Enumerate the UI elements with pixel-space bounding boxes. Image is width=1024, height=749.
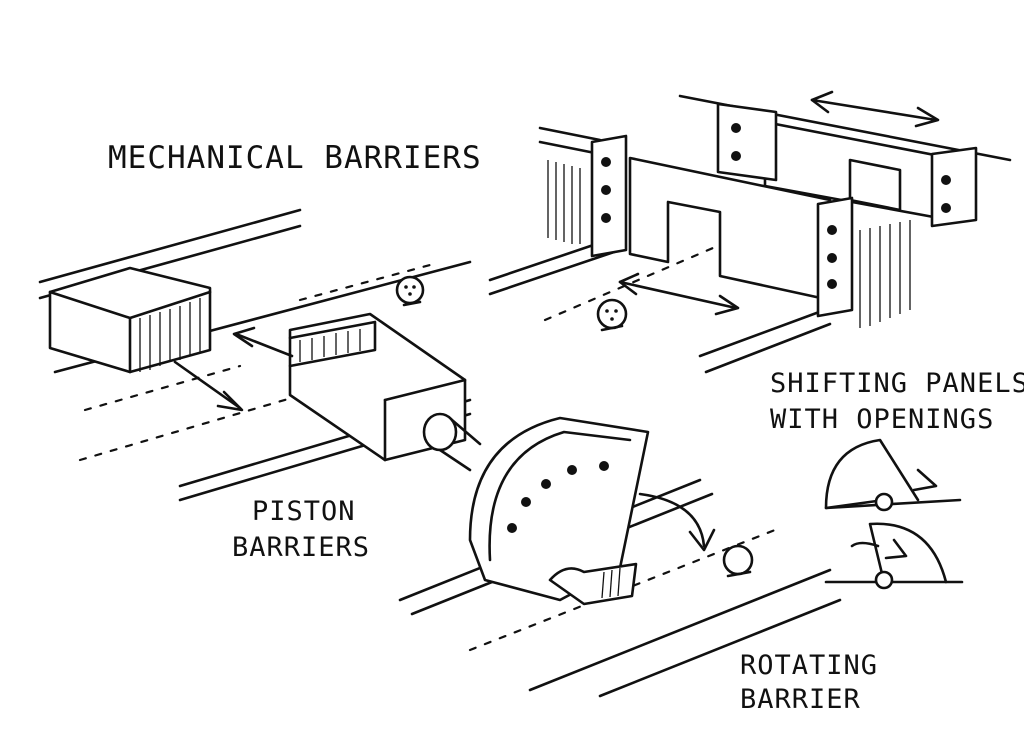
diagram-title: MECHANICAL BARRIERS [108,140,482,176]
shifting-front-arrow [618,280,738,310]
rotating-rail-bottom [528,568,832,692]
shifting-post-back-left [716,102,778,182]
piston-right-arrow [234,332,294,358]
shifting-right-wall [859,220,911,328]
piston-block-right [288,312,467,462]
piston-barriers-sketch: PISTON BARRIERS [38,208,482,563]
shifting-rail-right [698,306,832,358]
shifting-panels-sketch: SHIFTING PANELS WITH OPENINGS [488,90,1024,435]
shifting-back-panel-opening [848,158,902,212]
rotating-arrow [638,492,706,548]
piston-ball [395,275,425,305]
shifting-label-line1: SHIFTING PANELS [770,368,1024,399]
piston-left-arrow [173,360,242,410]
shifting-dashed-lane [543,243,722,322]
piston-label-line1: PISTON [252,496,356,527]
piston-rail-top [38,208,302,284]
piston-block-right-hatching [299,329,361,362]
shifting-post-bolts [601,123,951,289]
rotating-schematic-top [824,438,962,512]
rotating-barrier-sketch: ROTATING BARRIER [398,416,964,715]
shifting-ball [596,298,628,330]
rotating-schematic-bottom [824,522,964,590]
shifting-left-wall [547,160,581,244]
shifting-post-back-right [930,146,978,228]
rotating-hinge [548,562,638,606]
rotating-hinge-hatching [601,567,621,599]
piston-dotted-lane-far [298,263,432,302]
rotating-label-line1: ROTATING [740,650,878,681]
piston-dotted-lane [83,364,242,412]
shifting-post-left [590,134,628,258]
rotating-label-line2: BARRIER [740,684,861,715]
shifting-back-arrow [810,98,938,122]
rotating-ball [722,544,754,576]
shifting-label-line2: WITH OPENINGS [770,404,994,435]
piston-label-line2: BARRIERS [232,532,370,563]
piston-block-left-hatching [139,298,201,372]
rotating-sector-bolts [507,461,609,533]
